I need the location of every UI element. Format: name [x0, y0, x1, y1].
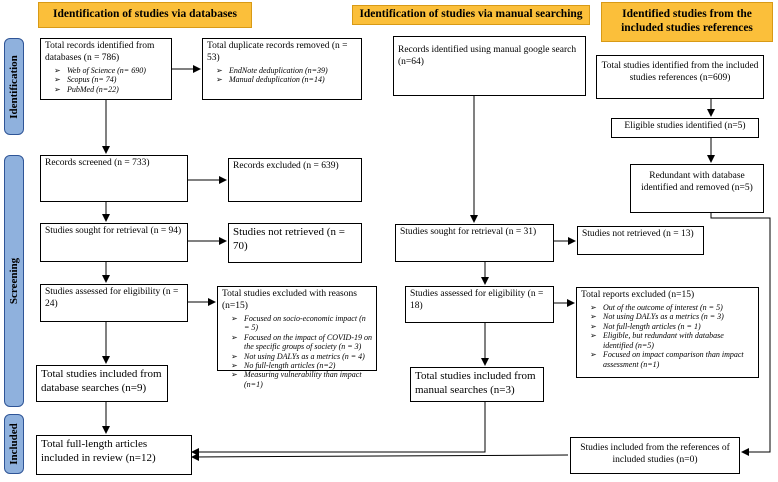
sought-for-retrieval-text: Studies sought for retrieval (n = 94)	[45, 226, 182, 236]
stage-screening-label: Screening	[8, 257, 20, 305]
references-eligible-text: Eligible studies identified (n=5)	[624, 121, 746, 131]
list-item: Not full-length articles (n = 1)	[590, 322, 754, 332]
box-total-in-review: Total full-length articles included in r…	[36, 435, 192, 475]
box-references-identified: Total studies identified from the includ…	[596, 55, 764, 99]
box-records-identified-databases: Total records identified from databases …	[40, 38, 172, 100]
header-manual: Identification of studies via manual sea…	[352, 5, 590, 25]
box-not-retrieved-databases: Studies not retrieved (n = 70)	[228, 223, 362, 263]
references-included-text: Studies included from the references of …	[580, 443, 730, 465]
box-included-from-databases: Total studies included from database sea…	[36, 365, 168, 402]
stage-included: Included	[4, 414, 24, 474]
box-assessed-for-eligibility-databases: Studies assessed for eligibility (n = 24…	[40, 284, 188, 322]
box-references-eligible: Eligible studies identified (n=5)	[611, 118, 759, 138]
records-identified-text: Total records identified from databases …	[45, 41, 155, 63]
list-item: No full-length articles (n=2)	[231, 361, 372, 371]
references-identified-text: Total studies identified from the includ…	[601, 61, 759, 83]
records-screened-text: Records screened (n = 733)	[45, 158, 150, 168]
box-references-included: Studies included from the references of …	[570, 437, 740, 474]
header-databases: Identification of studies via databases	[38, 2, 252, 28]
list-item: Scopus (n= 74)	[54, 75, 167, 85]
list-item: Out of the outcome of interest (n = 5)	[590, 303, 754, 313]
included-from-manual-text: Total studies included from manual searc…	[415, 370, 536, 396]
stage-screening: Screening	[4, 155, 24, 407]
arrow-refs-redundant-to-included	[710, 213, 771, 456]
box-excluded-with-reasons: Total studies excluded with reasons (n=1…	[217, 286, 377, 389]
manual-sought-for-retrieval-text: Studies sought for retrieval (n = 31)	[400, 227, 537, 237]
list-item: Focused on the impact of COVID-19 on the…	[231, 333, 372, 352]
duplicates-removed-text: Total duplicate records removed (n = 53)	[207, 41, 348, 63]
arrow-manual-included-to-review	[191, 402, 486, 456]
box-duplicates-removed: Total duplicate records removed (n = 53)…	[202, 38, 362, 100]
assessed-for-eligibility-text: Studies assessed for eligibility (n = 24…	[45, 287, 179, 309]
box-sought-for-retrieval-databases: Studies sought for retrieval (n = 94)	[40, 223, 188, 262]
list-item: Manual deduplication (n=14)	[216, 75, 357, 85]
stage-identification-label: Identification	[8, 54, 20, 119]
stage-identification: Identification	[4, 38, 24, 135]
excluded-with-reasons-text: Total studies excluded with reasons (n=1…	[222, 289, 357, 311]
list-item: Not using DALYs as a metrics (n = 4)	[231, 352, 372, 362]
header-references: Identified studies from the included stu…	[601, 2, 773, 42]
manual-records-identified-text: Records identified using manual google s…	[398, 45, 577, 67]
list-item: PubMed (n=22)	[54, 85, 167, 95]
list-item: Not using DALYs as a metrics (n = 3)	[590, 312, 754, 322]
box-sought-for-retrieval-manual: Studies sought for retrieval (n = 31)	[395, 224, 554, 262]
list-item: Eligible, but redundant with database id…	[590, 331, 754, 350]
arrow-refs-included-to-review	[191, 452, 569, 461]
reports-excluded-text: Total reports excluded (n=15)	[581, 290, 695, 300]
list-item: EndNote deduplication (n=39)	[216, 66, 357, 76]
list-item: Focused on socio-economic impact (n = 5)	[231, 314, 372, 333]
box-assessed-for-eligibility-manual: Studies assessed for eligibility (n = 18…	[405, 286, 554, 323]
total-in-review-text: Total full-length articles included in r…	[41, 438, 156, 464]
box-records-screened: Records screened (n = 733)	[40, 155, 188, 202]
list-item: Web of Science (n= 690)	[54, 66, 167, 76]
box-references-redundant: Redundant with database identified and r…	[630, 164, 764, 213]
box-records-identified-manual: Records identified using manual google s…	[393, 36, 586, 96]
box-included-from-manual: Total studies included from manual searc…	[410, 367, 544, 402]
list-item: Measuring vulnerability than impact (n=1…	[231, 370, 372, 389]
included-from-databases-text: Total studies included from database sea…	[41, 368, 162, 394]
not-retrieved-text: Studies not retrieved (n = 70)	[233, 226, 345, 252]
box-not-retrieved-manual: Studies not retrieved (n = 13)	[577, 226, 704, 255]
list-item: Focused on impact comparison than impact…	[590, 350, 754, 369]
box-records-excluded: Records excluded (n = 639)	[228, 158, 362, 202]
manual-not-retrieved-text: Studies not retrieved (n = 13)	[582, 229, 694, 239]
manual-assessed-for-eligibility-text: Studies assessed for eligibility (n = 18…	[410, 289, 544, 311]
records-excluded-text: Records excluded (n = 639)	[233, 161, 339, 171]
stage-included-label: Included	[8, 423, 20, 465]
references-redundant-text: Redundant with database identified and r…	[641, 171, 753, 193]
box-reports-excluded: Total reports excluded (n=15) Out of the…	[576, 287, 759, 378]
